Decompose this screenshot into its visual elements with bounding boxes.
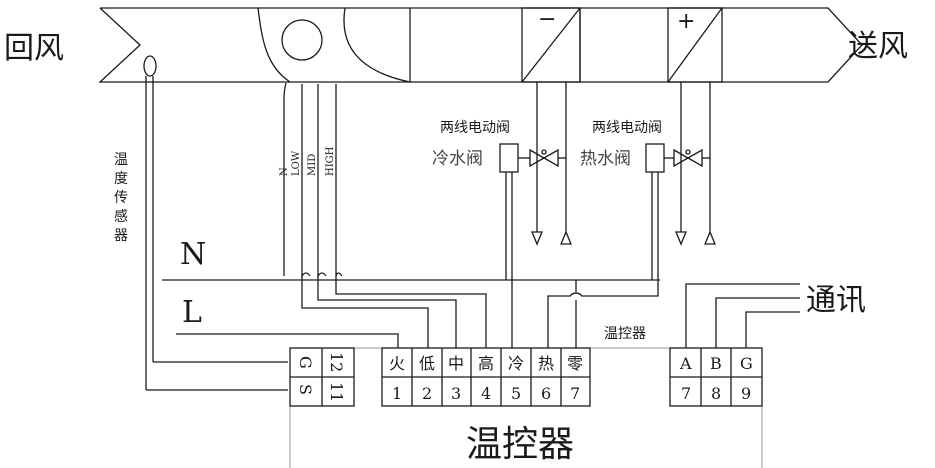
temperature-sensor xyxy=(143,55,288,391)
sensor-char-1: 温 xyxy=(114,152,128,168)
bus-n-label: N xyxy=(180,237,206,272)
term-live: 火 xyxy=(389,354,405,373)
main-terminal-block: 火 低 中 高 冷 热 零 1 2 3 4 5 6 7 xyxy=(381,347,591,407)
supply-air-label: 送风 xyxy=(848,29,908,64)
comm-term-9: 9 xyxy=(741,384,751,403)
hot-valve-name: 热水阀 xyxy=(580,149,631,169)
thermostat-small-label: 温控器 xyxy=(604,326,646,342)
fan-wire-high: HIGH xyxy=(325,146,336,176)
fan-wires xyxy=(283,82,487,348)
comm-label: 通讯 xyxy=(806,283,866,318)
hot-valve-actuator xyxy=(645,143,665,173)
term-heat: 热 xyxy=(538,354,554,373)
term-neutral: 零 xyxy=(567,354,583,373)
sensor-term-g: G xyxy=(296,356,315,369)
sensor-char-3: 传 xyxy=(114,190,128,206)
sensor-char-5: 器 xyxy=(114,228,128,244)
comm-term-a: A xyxy=(679,354,692,373)
sensor-terminal-block: G 12 S 11 xyxy=(289,347,355,407)
cold-valve-actuator xyxy=(499,143,519,173)
term-num-4: 4 xyxy=(481,384,491,403)
comm-terminal-block: A B G 7 8 9 xyxy=(669,347,763,407)
sensor-char-2: 度 xyxy=(114,171,128,187)
comm-term-8: 8 xyxy=(711,384,721,403)
bus-l-label: L xyxy=(182,295,202,330)
return-air-label: 回风 xyxy=(4,31,64,66)
term-num-6: 6 xyxy=(541,384,551,403)
sensor-char-4: 感 xyxy=(114,208,128,225)
hot-valve-title: 两线电动阀 xyxy=(592,120,662,136)
heating-sign: + xyxy=(677,9,695,34)
term-num-3: 3 xyxy=(451,384,461,403)
heating-coil xyxy=(667,7,723,83)
fan-housing-right xyxy=(343,7,411,83)
cooling-sign: − xyxy=(538,7,556,32)
comm-term-g: G xyxy=(740,354,753,373)
cold-water-valve xyxy=(499,82,572,348)
cold-valve-name: 冷水阀 xyxy=(432,149,483,169)
sensor-term-11: 11 xyxy=(327,382,346,402)
term-num-5: 5 xyxy=(511,384,521,403)
comm-term-7: 7 xyxy=(681,384,691,403)
duct-outline xyxy=(98,7,863,83)
thermostat-title: 温控器 xyxy=(466,424,574,465)
comm-lines xyxy=(685,283,800,348)
term-mid: 中 xyxy=(448,354,464,373)
term-cool: 冷 xyxy=(508,354,524,373)
sensor-term-12: 12 xyxy=(327,352,346,372)
hot-water-valve xyxy=(547,82,716,348)
fan-wire-n: N xyxy=(279,167,290,176)
cold-valve-title: 两线电动阀 xyxy=(440,120,510,136)
sensor-term-s: S xyxy=(296,384,315,395)
air-handling-unit xyxy=(98,7,863,83)
term-num-1: 1 xyxy=(392,384,402,403)
term-high: 高 xyxy=(478,354,494,373)
fan-wire-mid: MID xyxy=(307,154,318,176)
sensor-icon xyxy=(143,55,157,77)
fan-icon xyxy=(281,19,323,61)
term-num-7: 7 xyxy=(570,384,580,403)
sensor-label: 温 度 传 感 器 xyxy=(114,152,128,244)
fan-wire-low: LOW xyxy=(291,150,302,176)
bus-l-line xyxy=(176,333,399,348)
term-low: 低 xyxy=(419,354,435,373)
term-num-2: 2 xyxy=(422,384,432,403)
fan-housing-left xyxy=(257,7,291,83)
comm-term-b: B xyxy=(710,354,722,373)
